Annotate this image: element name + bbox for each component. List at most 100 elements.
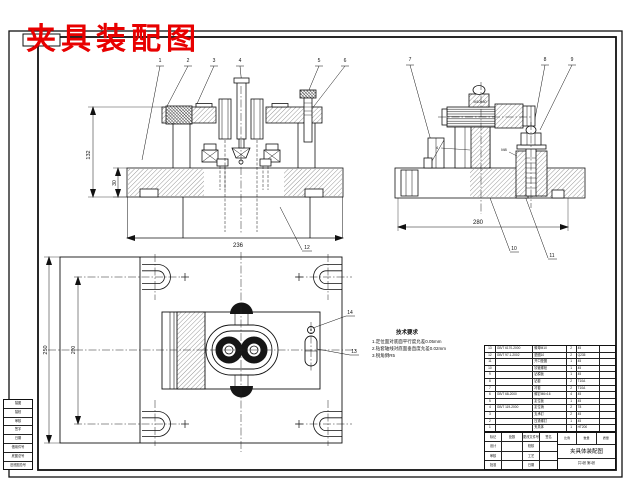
- strip-row: 日期: [4, 434, 32, 443]
- balloon-3: 3: [213, 58, 216, 64]
- balloon-2: 2: [187, 58, 190, 64]
- bom-cell: [599, 359, 615, 365]
- title-block: 标记处数更改文件号签名设计校核审核工艺批准日期 比例 数量 质量 夹具体装配图 …: [484, 432, 616, 470]
- sign-cell: 设计: [489, 444, 497, 449]
- sign-cell: [501, 442, 522, 451]
- sign-cell: [501, 451, 522, 460]
- side-view: [394, 64, 586, 260]
- balloon-1: 1: [159, 58, 162, 64]
- bom-cell: [599, 398, 615, 405]
- bom-cell: 开口垫圈: [532, 359, 565, 365]
- bom-cell: 衬套: [532, 385, 565, 392]
- bom-cell: [494, 378, 532, 385]
- bom-cell: 2: [565, 405, 576, 411]
- bom-cell: [599, 378, 615, 385]
- bom-cell: 2: [565, 385, 576, 392]
- title-block-signatures: 标记处数更改文件号签名设计校核审核工艺批准日期: [485, 433, 558, 469]
- sign-cell: 标记: [489, 435, 497, 439]
- bom-cell: [494, 365, 532, 372]
- sign-row: 标记处数更改文件号签名: [485, 433, 557, 442]
- bom-cell: 45: [575, 365, 600, 372]
- bom-cell: [494, 398, 532, 405]
- strip-row: 借用件号: [4, 442, 32, 452]
- bom-cell: 3: [489, 411, 491, 416]
- page-title: 夹具装配图: [26, 23, 201, 56]
- bom-cell: T10A: [575, 378, 600, 385]
- bom-cell: 4: [565, 392, 576, 398]
- bom-cell: 定位销: [532, 405, 565, 411]
- bom-cell: [494, 418, 532, 425]
- dim-front-height: 132: [86, 150, 92, 159]
- label-thread-top: M10×80: [473, 100, 486, 104]
- bom-cell: 压紧螺钉: [532, 418, 565, 425]
- dim-plan-height: 250: [43, 345, 49, 354]
- bom-cell: 13: [488, 346, 492, 350]
- balloon-8: 8: [544, 57, 547, 63]
- balloon-12: 12: [304, 245, 310, 251]
- bom-cell: 1: [565, 365, 576, 372]
- plan-centerlines: [48, 252, 356, 452]
- bom-cell: 支承钉: [532, 411, 565, 418]
- bom-cell: 45: [575, 411, 600, 418]
- bom-cell: 45: [575, 359, 600, 365]
- bom-cell: 11: [488, 359, 492, 364]
- hidden-lines: [219, 140, 269, 232]
- notes-line-2: 2.钻套轴线对底面垂直度允差0.02mm: [372, 346, 447, 351]
- dim-base-thickness: 30: [112, 180, 118, 186]
- sign-cell: 工艺: [522, 451, 539, 460]
- sign-cell: 日期: [522, 460, 539, 469]
- margin-strip: 描图描校审核签字日期借用件号底图总号旧底图总号: [3, 399, 33, 471]
- mass-label: 质量: [595, 433, 615, 444]
- front-leaders: [141, 65, 349, 161]
- bom-cell: 夹具体: [532, 425, 565, 431]
- bom-cell: [494, 359, 532, 365]
- bom-cell: GB/T 6170-2000: [494, 346, 532, 352]
- bom-cell: 45: [575, 418, 600, 425]
- bom-cell: [494, 372, 532, 378]
- balloon-5: 5: [318, 58, 321, 64]
- sign-cell: 处数: [501, 433, 522, 442]
- strip-row: 旧底图总号: [4, 460, 32, 470]
- bom-cell: 12: [488, 352, 492, 357]
- bom-cell: 2: [565, 352, 576, 359]
- dim-plan-inner: 200: [71, 346, 77, 355]
- bom-cell: 垫圈10: [532, 352, 565, 359]
- sign-row: 审核工艺: [485, 450, 557, 460]
- bom-cell: GB/T 68-2000: [494, 392, 532, 398]
- balloon-6: 6: [344, 58, 347, 64]
- balloon-10: 10: [511, 246, 517, 252]
- bom-cell: 2: [489, 418, 491, 423]
- bom-cell: HT200: [575, 425, 600, 431]
- bom-cell: 钻模板: [532, 372, 565, 378]
- bom-cell: 45: [575, 372, 600, 378]
- bom-cell: [599, 352, 615, 359]
- strip-row: 签字: [4, 425, 32, 434]
- notes-heading: 技术要求: [395, 330, 418, 336]
- bom-cell: 1: [489, 425, 491, 430]
- balloon-14: 14: [347, 310, 353, 316]
- balloon-4: 4: [239, 58, 242, 64]
- balloon-7: 7: [409, 57, 412, 63]
- bom-cell: 铰链螺栓: [532, 365, 565, 372]
- bom-cell: [599, 385, 615, 392]
- sign-cell: 批准: [489, 462, 497, 467]
- dim-front-width: 236: [233, 243, 244, 249]
- technical-notes: 技术要求 1.定位面对底面平行度允差0.05mm 2.钻套轴线对底面垂直度允差0…: [372, 330, 476, 359]
- sign-cell: [539, 460, 557, 469]
- strip-row: 描图: [14, 401, 22, 405]
- bom-cell: 1: [565, 425, 576, 431]
- bom-cell: 6: [489, 392, 491, 397]
- balloon-13: 13: [351, 349, 357, 355]
